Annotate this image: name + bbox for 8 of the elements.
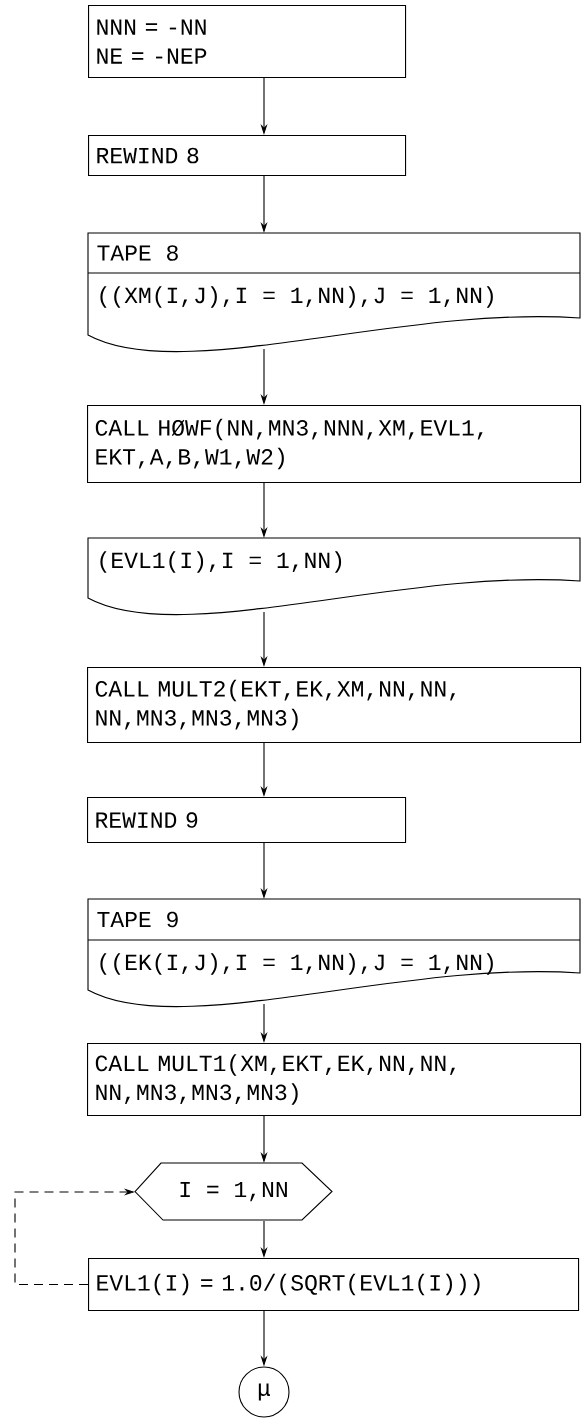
process-box: CALL MULT2(EKT,EK,XM,NN,NN, NN,MN3,MN3,MN3) — [87, 667, 582, 744]
process-box: CALL MULT1(XM,EKT,EK,NN,NN, NN,MN3,MN3,MN3) — [87, 1043, 582, 1117]
loop-hexagon: I = 1,NN — [134, 1162, 333, 1221]
process-box: REWIND 8 — [88, 135, 407, 177]
process-box: EVL1(I) = 1.0/(SQRT(EVL1(I))) — [88, 1258, 580, 1312]
process-box: CALL HØWF(NN,MN3,NNN,XM,EVL1, EKT,A,B,W1,W2) — [87, 405, 582, 484]
process-box: NNN = -NN NE = -NEP — [88, 5, 407, 79]
process-box: REWIND 9 — [87, 797, 407, 844]
